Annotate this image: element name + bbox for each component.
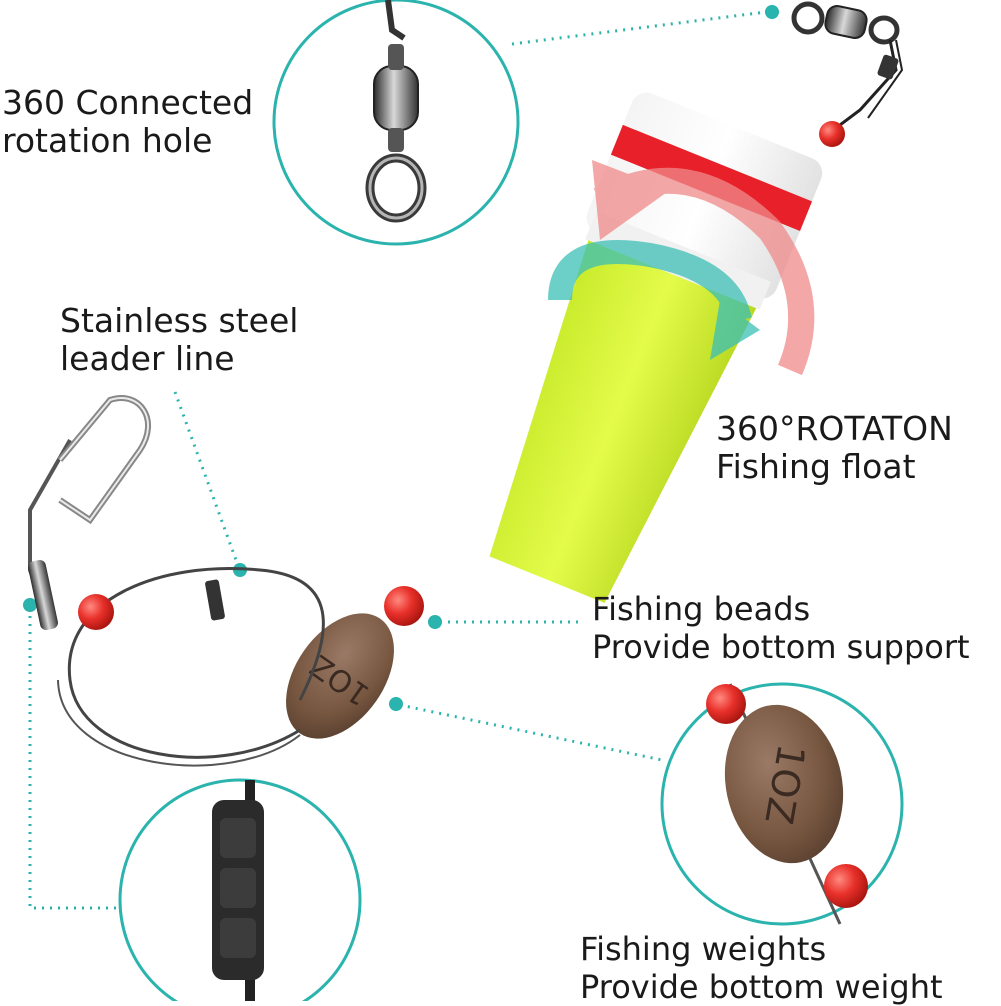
leader-label-line1: Stainless steel bbox=[60, 301, 299, 340]
weights-label-line2: Provide bottom weight bbox=[580, 968, 943, 1006]
leader-label-line2: leader line bbox=[60, 339, 235, 378]
beads-label-line2: Provide bottom support bbox=[592, 628, 970, 666]
leader-line-assembly bbox=[28, 395, 325, 767]
crimp-closeup-circle bbox=[118, 778, 362, 1001]
swivel-label-line1: 360 Connected bbox=[2, 83, 254, 122]
rotation-arrows-icon bbox=[548, 160, 815, 376]
float-label: 360°ROTATON Fishing float bbox=[716, 410, 953, 486]
weights-label: Fishing weights Provide bottom weight bbox=[580, 930, 943, 1006]
leader-label: Stainless steel leader line bbox=[60, 302, 298, 378]
float-label-line1: 360°ROTATON bbox=[716, 409, 953, 448]
weight-closeup-circle: 1OZ bbox=[660, 682, 904, 926]
float-bottom-bead bbox=[384, 586, 424, 626]
weights-label-line1: Fishing weights bbox=[580, 930, 827, 968]
connector-lines bbox=[28, 10, 767, 910]
beads-label-line1: Fishing beads bbox=[592, 590, 811, 628]
swivel-label-line2: rotation hole bbox=[2, 121, 213, 160]
float-label-line2: Fishing float bbox=[716, 447, 916, 486]
beads-label: Fishing beads Provide bottom support bbox=[592, 590, 970, 666]
top-swivel bbox=[791, 1, 904, 147]
swivel-label: 360 Connected rotation hole bbox=[2, 84, 253, 160]
connector-dots bbox=[23, 5, 779, 711]
swivel-closeup-circle bbox=[272, 0, 520, 246]
